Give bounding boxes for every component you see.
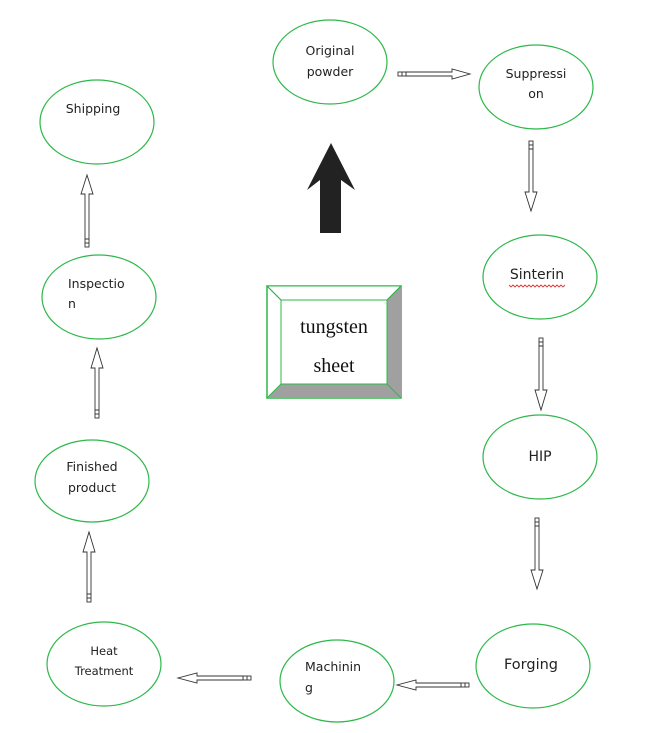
node-finished-product-line2: product [68, 480, 116, 495]
node-suppression-line1: Suppressi [506, 66, 567, 81]
node-suppression: Suppressi on [478, 44, 594, 130]
arrow-hip-to-forging [530, 517, 544, 591]
node-finished-product-line1: Finished [66, 459, 117, 474]
node-shipping: Shipping [39, 79, 155, 165]
node-heat-treatment: Heat Treatment [46, 621, 162, 707]
node-forging-line1: Forging [504, 657, 558, 673]
node-suppression-line2: on [528, 86, 544, 101]
center-box-line2: sheet [313, 355, 355, 377]
arrow-inspection-to-shipping [80, 173, 94, 248]
node-finished-product: Finished product [34, 439, 150, 523]
arrow-heat-to-finished [82, 530, 96, 603]
node-original-powder-line2: powder [307, 64, 354, 79]
node-machining-line1: Machinin [305, 659, 361, 674]
node-sintering: Sinterin [482, 234, 598, 320]
arrow-finished-to-inspection [90, 346, 104, 419]
arrow-machining-to-heat-treatment [176, 672, 252, 684]
arrow-suppression-to-sintering [524, 140, 538, 213]
node-forging: Forging [475, 623, 591, 709]
node-sintering-line1: Sinterin [510, 267, 564, 283]
arrow-sintering-to-hip [534, 337, 548, 412]
spelling-underline [508, 284, 566, 288]
node-inspection: Inspectio n [41, 254, 157, 340]
node-inspection-line1: Inspectio [68, 276, 125, 291]
node-inspection-line2: n [68, 296, 76, 311]
node-original-powder: Original powder [272, 19, 388, 105]
node-hip: HIP [482, 414, 598, 500]
center-box-line1: tungsten [300, 316, 368, 338]
arrow-forging-to-machining [395, 679, 470, 691]
node-original-powder-line1: Original [306, 43, 355, 58]
node-heat-treatment-line1: Heat [90, 644, 118, 658]
arrow-powder-to-suppression [397, 68, 472, 80]
node-shipping-line1: Shipping [66, 101, 121, 116]
node-hip-line1: HIP [528, 449, 551, 465]
node-machining: Machinin g [279, 639, 395, 723]
node-machining-line2: g [305, 680, 313, 695]
node-heat-treatment-line2: Treatment [74, 664, 134, 678]
big-up-arrow [307, 143, 355, 233]
center-box: tungsten sheet [265, 285, 403, 399]
